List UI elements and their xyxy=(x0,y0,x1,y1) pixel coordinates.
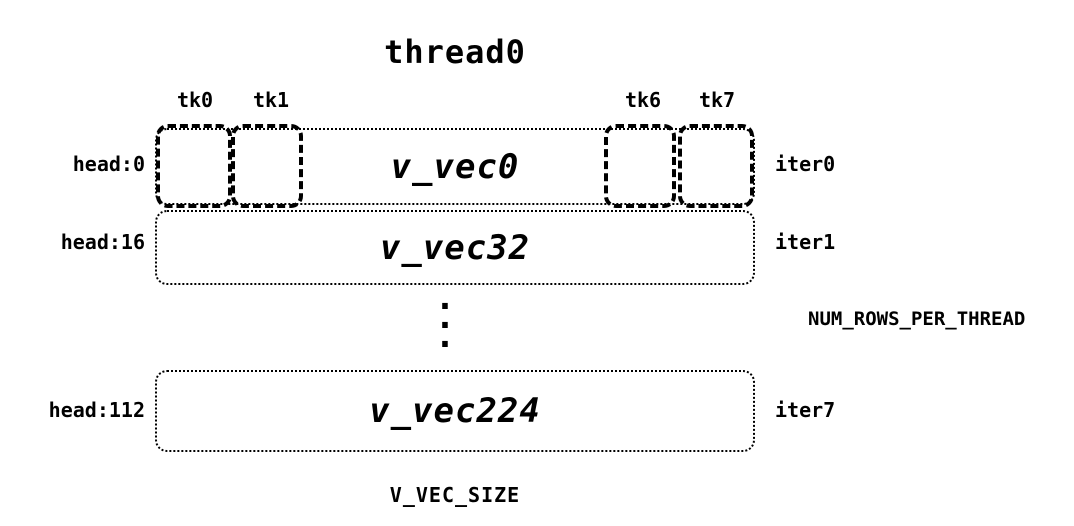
tk1-box xyxy=(231,124,303,208)
num-rows-per-thread-label: NUM_ROWS_PER_THREAD xyxy=(808,308,1026,330)
tk0-box xyxy=(156,124,232,208)
vec-label-1: v_vec32 xyxy=(379,227,531,268)
vec-box-2: v_vec224 xyxy=(155,370,755,452)
iter-label-1: iter1 xyxy=(775,230,836,254)
vec-label-0: v_vec0 xyxy=(390,146,520,187)
ellipsis-dot: . xyxy=(434,297,456,337)
tk7-label: tk7 xyxy=(698,88,736,112)
iter-label-2: iter7 xyxy=(775,398,836,422)
head-label-2: head:112 xyxy=(48,398,145,422)
head-label-0: head:0 xyxy=(72,152,145,176)
tk6-box xyxy=(604,124,676,208)
tk6-label: tk6 xyxy=(624,88,662,112)
head-label-1: head:16 xyxy=(60,230,145,254)
tk0-label: tk0 xyxy=(176,88,214,112)
diagram-title: thread0 xyxy=(384,33,526,71)
tk1-label: tk1 xyxy=(252,88,290,112)
ellipsis-dot: . xyxy=(434,316,456,356)
ellipsis-dot: . xyxy=(434,278,456,318)
tk7-box xyxy=(678,124,754,208)
vertical-ellipsis: . . . xyxy=(430,278,460,356)
v-vec-size-label: V_VEC_SIZE xyxy=(389,483,521,507)
vec-box-1: v_vec32 xyxy=(155,210,755,285)
iter-label-0: iter0 xyxy=(775,152,836,176)
vec-label-2: v_vec224 xyxy=(369,391,541,431)
